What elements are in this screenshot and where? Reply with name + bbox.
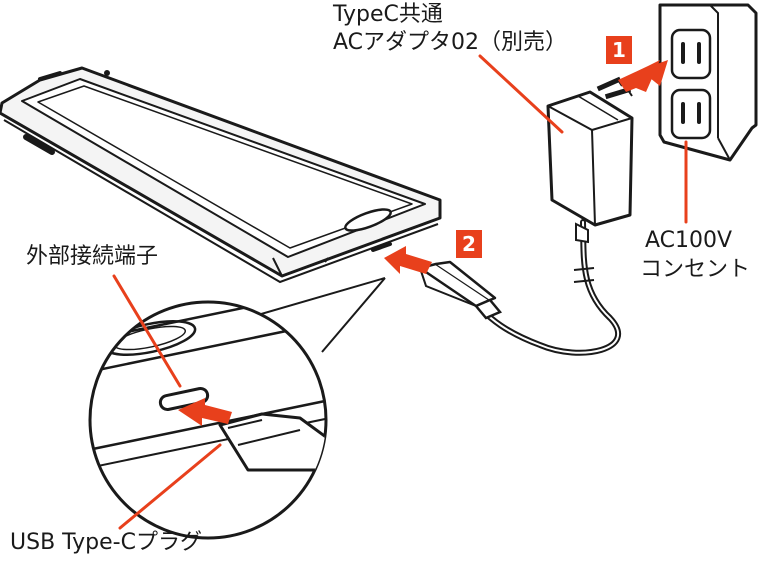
step-badge-1: 1 bbox=[606, 36, 632, 64]
plug-leader bbox=[118, 443, 222, 530]
usb-c-plug bbox=[418, 260, 503, 320]
adapter-leader bbox=[478, 54, 564, 134]
leader-lines bbox=[112, 54, 688, 530]
step-badge-2: 2 bbox=[456, 230, 482, 258]
ac-adapter bbox=[546, 76, 634, 244]
adapter-cable bbox=[477, 219, 621, 356]
port-leader bbox=[112, 274, 182, 388]
adapter-label-line1: TypeC共通 bbox=[333, 2, 443, 27]
zoom-port bbox=[158, 386, 210, 412]
zoom-plug bbox=[218, 412, 326, 472]
phone-port bbox=[371, 242, 392, 252]
smartphone bbox=[0, 66, 442, 284]
outlet-label-line1: AC100V bbox=[645, 228, 733, 253]
side-button bbox=[23, 134, 55, 155]
outlet-label-line2: コンセント bbox=[640, 257, 751, 282]
zoom-circle bbox=[88, 300, 328, 540]
plug-label: USB Type-Cプラグ bbox=[10, 530, 202, 555]
plug-in-arrows bbox=[178, 60, 668, 426]
wall-outlet bbox=[658, 3, 758, 162]
adapter-prongs bbox=[596, 76, 632, 100]
port-label: 外部接続端子 bbox=[26, 244, 159, 269]
adapter-label-line2: ACアダプタ02（別売） bbox=[333, 30, 568, 55]
